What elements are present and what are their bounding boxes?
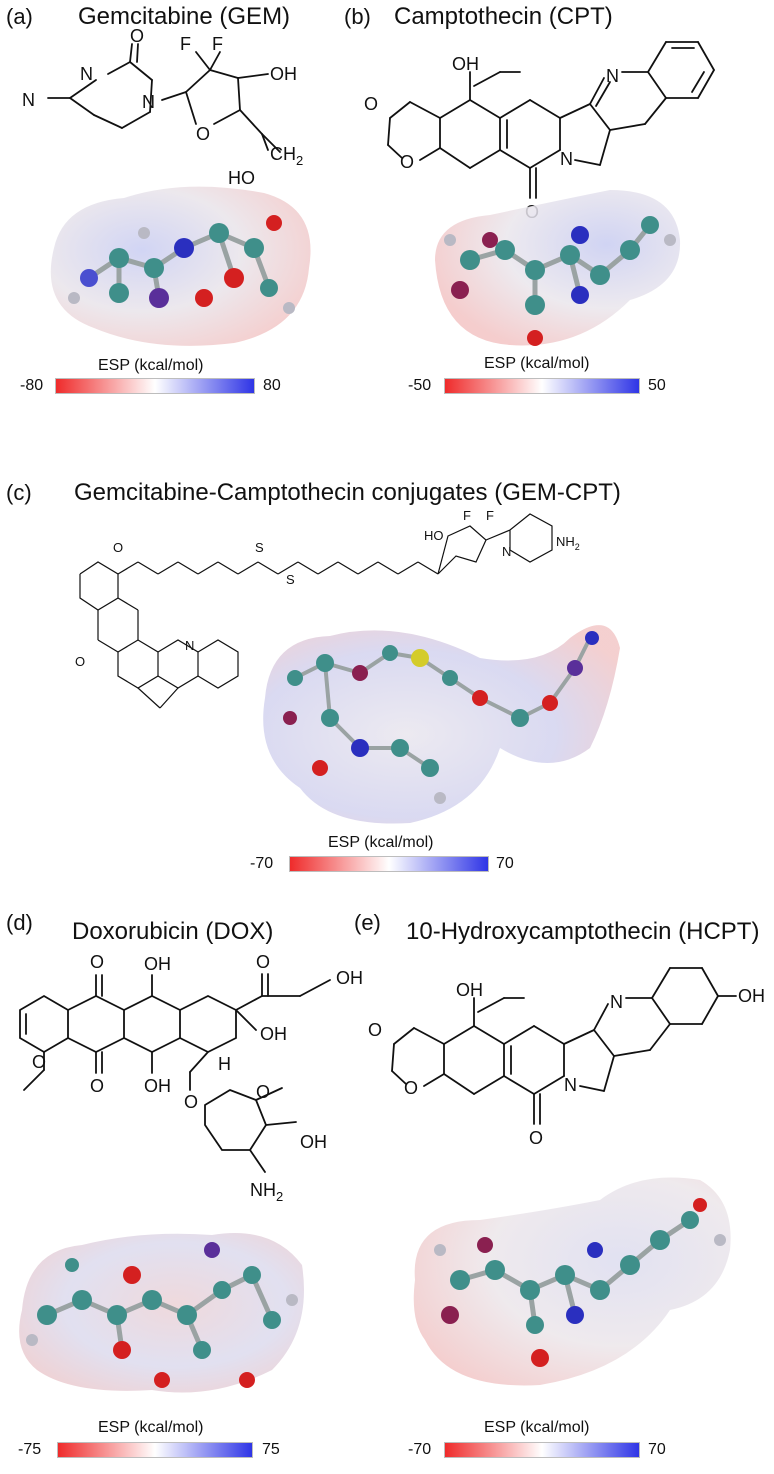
atom-s: S [286, 572, 295, 587]
panel-a-esp-max: 80 [263, 377, 281, 394]
atom-o: O [364, 94, 378, 114]
atom-n: N [610, 992, 623, 1012]
svg-text:CH2: CH2 [270, 144, 303, 168]
atom-o: O [90, 952, 104, 972]
panel-c-esp-title: ESP (kcal/mol) [328, 834, 434, 851]
panel-c-label: (c) [6, 480, 32, 505]
svg-text:NH2: NH2 [556, 534, 580, 552]
atom-o: O [130, 26, 144, 46]
atom-oh: OH [144, 1076, 171, 1096]
panel-d-esp-min: -75 [18, 1441, 42, 1458]
atom-n: N [80, 64, 93, 84]
panel-c-title: Gemcitabine-Camptothecin conjugates (GEM… [74, 479, 621, 506]
atom-o: O [529, 1128, 543, 1148]
atom-ho: HO [424, 528, 444, 543]
atom-n: N [560, 149, 573, 169]
gemcitabine-structure: N O N N F F OH O HO CH2 [22, 26, 303, 188]
panel-c-esp-min: -70 [250, 855, 274, 872]
atom-n: N [606, 66, 619, 86]
camptothecin-structure: OH O O O N N [364, 41, 715, 222]
atom-ch2: CH [270, 144, 296, 164]
atom-h: H [218, 1054, 231, 1074]
atom-nh2: NH [556, 534, 575, 549]
panel-e-esp-colorbar [444, 1442, 640, 1458]
panel-e-title: 10-Hydroxycamptothecin (HCPT) [406, 918, 760, 945]
gem-cpt-esp-surface [263, 625, 620, 824]
panel-b-title: Camptothecin (CPT) [394, 3, 613, 30]
gemcitabine-esp-surface [50, 186, 311, 346]
panel-a-esp-title: ESP (kcal/mol) [98, 357, 204, 374]
atom-o: O [113, 540, 123, 555]
atom-oh: OH [144, 954, 171, 974]
gem-cpt-structure: O S S F F HO NH2 N O N [75, 508, 580, 709]
doxorubicin-structure: O O OH OH O OH OH H O O OH O NH2 [19, 952, 363, 1204]
panel-b-esp-title: ESP (kcal/mol) [484, 355, 590, 372]
camptothecin-esp-surface [435, 190, 681, 346]
panel-e-esp-title: ESP (kcal/mol) [484, 1419, 590, 1436]
atom-oh: OH [738, 986, 765, 1006]
atom-o: O [75, 654, 85, 669]
panel-d-esp-title: ESP (kcal/mol) [98, 1419, 204, 1436]
panel-c-esp-max: 70 [496, 855, 514, 872]
atom-o: O [90, 1076, 104, 1096]
atom-o: O [368, 1020, 382, 1040]
doxorubicin-esp-surface [19, 1233, 305, 1393]
panel-d-esp-colorbar [57, 1442, 253, 1458]
panel-d-label: (d) [6, 910, 33, 935]
atom-f: F [486, 508, 494, 523]
atom-o: O [256, 952, 270, 972]
atom-f: F [180, 34, 191, 54]
panel-d-esp-max: 75 [262, 1441, 280, 1458]
atom-oh: OH [336, 968, 363, 988]
atom-oh: OH [452, 54, 479, 74]
panel-e-esp-max: 70 [648, 1441, 666, 1458]
panel-d-title: Doxorubicin (DOX) [72, 918, 274, 945]
panel-b-esp-max: 50 [648, 377, 666, 394]
panel-b-label: (b) [344, 4, 371, 29]
atom-nh2: NH [250, 1180, 276, 1200]
atom-n: N [22, 90, 35, 110]
atom-ho: HO [228, 168, 255, 188]
atom-o: O [196, 124, 210, 144]
panel-c-esp-colorbar [289, 856, 489, 872]
hydroxycamptothecin-esp-surface [413, 1177, 731, 1386]
atom-f: F [463, 508, 471, 523]
atom-nh2-subscript: 2 [575, 542, 580, 552]
atom-s: S [255, 540, 264, 555]
atom-n: N [185, 638, 194, 653]
panel-b-esp-colorbar [444, 378, 640, 394]
atom-ch2-subscript: 2 [296, 153, 303, 168]
panel-a-label: (a) [6, 4, 33, 29]
atom-o: O [400, 152, 414, 172]
panel-a-esp-min: -80 [20, 377, 44, 394]
panel-a-title: Gemcitabine (GEM) [78, 3, 291, 30]
atom-n: N [502, 544, 511, 559]
atom-oh: OH [300, 1132, 327, 1152]
panel-b-esp-min: -50 [408, 377, 432, 394]
atom-oh: OH [270, 64, 297, 84]
hydroxycamptothecin-structure: OH O O O N N OH [368, 967, 765, 1148]
atom-n: N [564, 1075, 577, 1095]
atom-oh: OH [456, 980, 483, 1000]
atom-o: O [256, 1082, 270, 1102]
panel-a-esp-colorbar [55, 378, 255, 394]
atom-nh2-subscript: 2 [276, 1189, 283, 1204]
atom-o: O [184, 1092, 198, 1112]
panel-e-label: (e) [354, 910, 381, 935]
atom-o: O [404, 1078, 418, 1098]
atom-f: F [212, 34, 223, 54]
atom-n: N [142, 92, 155, 112]
panel-e-esp-min: -70 [408, 1441, 432, 1458]
svg-text:NH2: NH2 [250, 1180, 283, 1204]
atom-oh: OH [260, 1024, 287, 1044]
atom-o: O [32, 1052, 46, 1072]
